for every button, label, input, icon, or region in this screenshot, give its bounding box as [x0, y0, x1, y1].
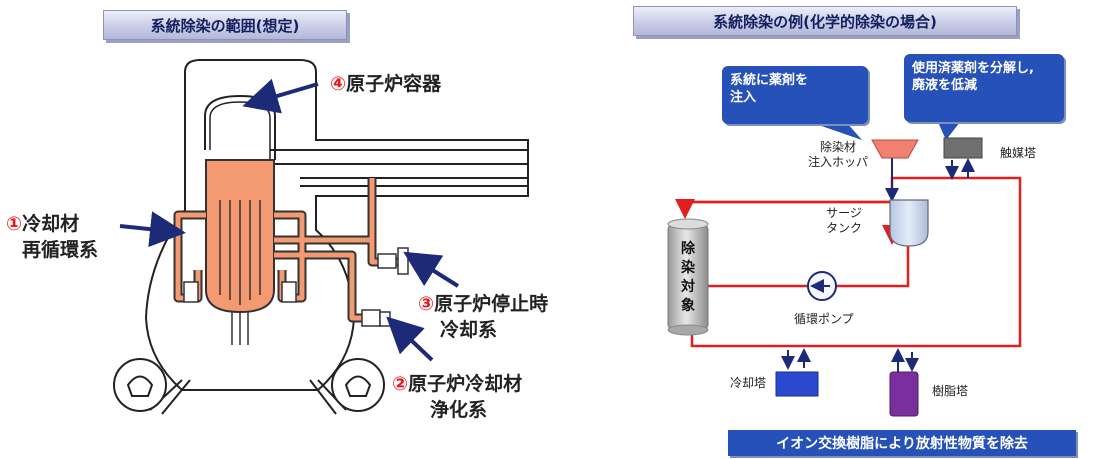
cooling-tower [775, 371, 819, 397]
decon-flow-diagram [667, 122, 1022, 417]
left-title: 系統除染の範囲(想定) [103, 10, 347, 40]
surge-label: サージ タンク [826, 206, 863, 235]
hopper [871, 139, 919, 159]
label-shutdown-2: 冷却系 [440, 319, 498, 341]
arrow-recirc [119, 211, 186, 248]
label-shutdown: ③原子炉停止時 [418, 293, 549, 315]
callout-inject: 系統に薬剤を 注入 [722, 66, 868, 124]
resin-label: 樹脂塔 [932, 384, 969, 398]
surge-tank [889, 199, 929, 247]
arrow-shutdown [403, 251, 460, 288]
label-cleanup-2: 浄化系 [430, 399, 488, 421]
resin-tower [889, 371, 919, 417]
label-vessel: ④原子炉容器 [330, 73, 442, 95]
label-recirc: ①冷却材 [6, 213, 80, 235]
catalyst-tower [943, 137, 983, 159]
catalyst-label: 触媒塔 [1000, 146, 1037, 160]
arrow-cleanup [386, 316, 434, 362]
pipe-middle [836, 238, 910, 288]
pump-label: 循環ポンプ [794, 312, 854, 326]
reactor-diagram [113, 59, 529, 415]
arrow-vessel [242, 78, 319, 114]
label-cleanup: ②原子炉冷却材 [392, 373, 523, 395]
callout-decompose: 使用済薬剤を分解し, 廃液を低減 [904, 54, 1064, 122]
label-recirc-2: 再循環系 [22, 239, 99, 261]
target-label: 除 染 対 象 [681, 241, 695, 314]
hopper-label: 除染材 注入ホッパ [808, 140, 869, 169]
cooling-label: 冷却塔 [730, 376, 767, 390]
right-title: 系統除染の例(化学的除染の場合) [633, 6, 1017, 36]
bottom-banner: イオン交換樹脂により放射性物質を除去 [728, 430, 1076, 456]
